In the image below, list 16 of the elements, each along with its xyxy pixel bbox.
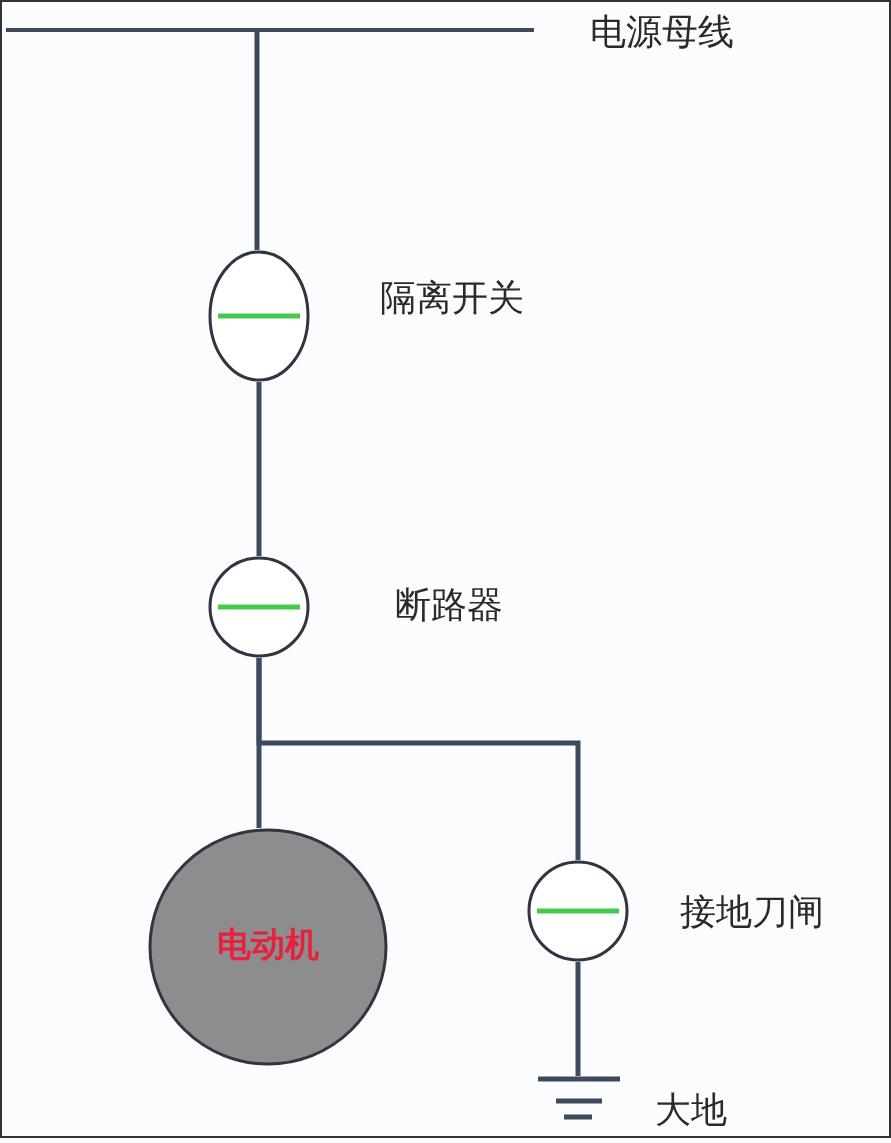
wire (256, 658, 581, 860)
wire (254, 30, 260, 250)
component-label: 电源母线 (590, 14, 734, 50)
busbar (6, 26, 534, 34)
wire (575, 962, 581, 1076)
component-label: 接地刀闸 (680, 894, 824, 930)
motor-circle (148, 828, 388, 1066)
switch-symbol (208, 556, 310, 658)
switch-symbol (527, 860, 629, 962)
component-label: 大地 (655, 1092, 727, 1128)
ground-symbol (536, 1076, 622, 1122)
wire (256, 382, 262, 556)
component-label: 隔离开关 (380, 280, 524, 316)
component-label: 断路器 (395, 587, 503, 623)
switch-symbol (208, 250, 310, 382)
motor-label: 电动机 (217, 926, 319, 961)
